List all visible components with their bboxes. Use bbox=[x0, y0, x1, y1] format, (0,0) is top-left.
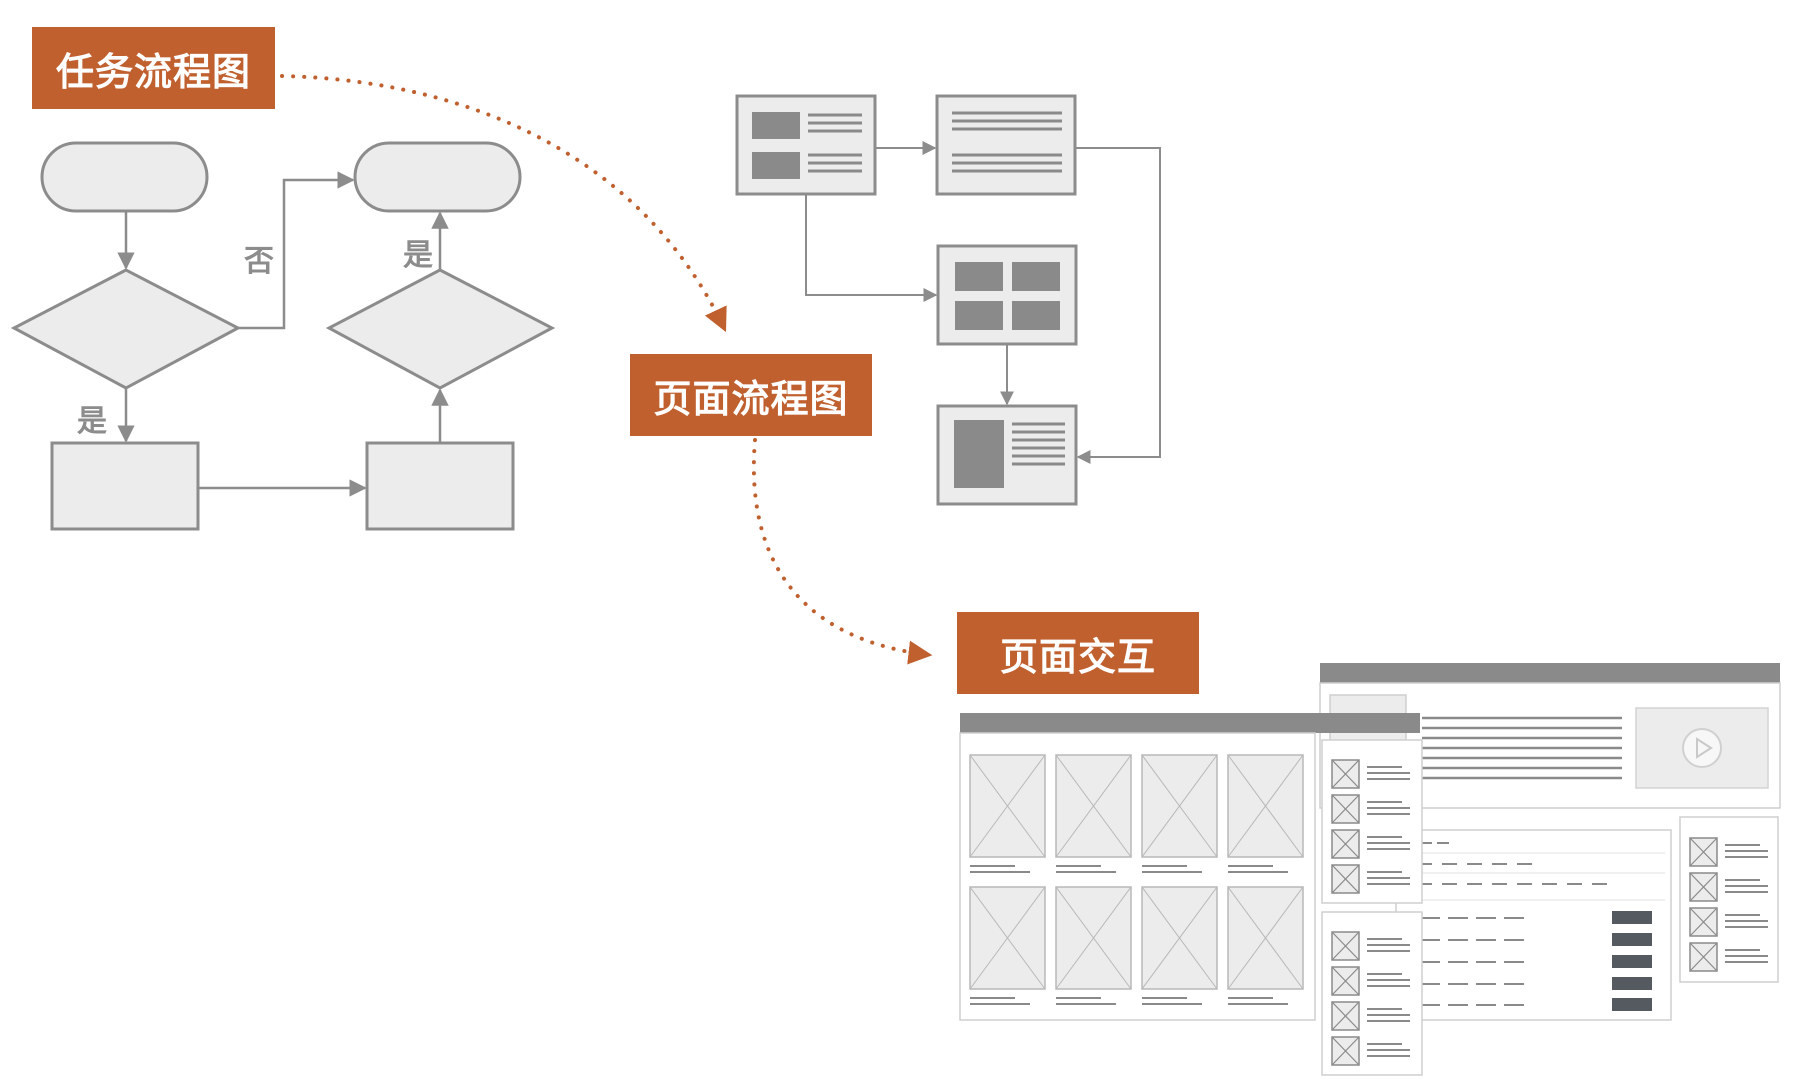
wireframe-grid-window bbox=[959, 713, 1423, 1076]
page-flow-connectors bbox=[805, 141, 1161, 464]
page-card-grid-cell bbox=[1012, 262, 1060, 291]
table-panel bbox=[1395, 829, 1672, 1021]
page-card-grid-cell bbox=[955, 301, 1003, 330]
table-action-button bbox=[1612, 911, 1652, 924]
connector-list-grid bbox=[805, 194, 938, 302]
page-card-list-img2 bbox=[752, 152, 800, 179]
connector-text-detail bbox=[1075, 147, 1161, 464]
label-page-interaction: 页面交互 bbox=[957, 612, 1199, 694]
branch-label-yes-left: 是 bbox=[77, 404, 107, 439]
orange-dotted-arcs bbox=[280, 74, 933, 665]
page-card-text-lines bbox=[952, 111, 1062, 173]
play-icon bbox=[1682, 728, 1722, 768]
connector-no-branch bbox=[238, 171, 355, 330]
wireframe-detail-window bbox=[1319, 663, 1781, 1021]
page-card-detail-lines bbox=[1012, 422, 1065, 466]
branch-label-no: 否 bbox=[244, 244, 274, 279]
process-left bbox=[50, 441, 200, 531]
branch-label-yes-top: 是 bbox=[403, 238, 433, 273]
label-page-flow: 页面流程图 bbox=[630, 354, 872, 436]
page-card-list bbox=[735, 94, 877, 196]
task-flow-connectors bbox=[117, 171, 449, 497]
label-task-flow: 任务流程图 bbox=[32, 27, 275, 109]
table-action-button bbox=[1612, 955, 1652, 968]
page-card-grid-cell bbox=[1012, 301, 1060, 330]
page-card-detail-img bbox=[954, 420, 1004, 488]
decision-right bbox=[325, 268, 556, 390]
table-action-button bbox=[1612, 998, 1652, 1011]
process-right bbox=[365, 441, 515, 531]
page-card-grid-cell bbox=[955, 262, 1003, 291]
page-card-list-img1 bbox=[752, 112, 800, 139]
arc-page-flow-to-interaction bbox=[751, 438, 933, 665]
start-terminal bbox=[40, 141, 209, 213]
page-card-list-lines bbox=[808, 113, 862, 173]
task-flowchart bbox=[10, 141, 556, 531]
decision-left bbox=[10, 268, 242, 390]
page-card-text bbox=[935, 94, 1077, 196]
end-terminal bbox=[353, 141, 522, 213]
wireframe-mockups bbox=[959, 663, 1781, 1076]
page-flowchart bbox=[735, 94, 1161, 506]
table-action-button bbox=[1612, 933, 1652, 946]
arc-task-to-page-flow bbox=[280, 74, 727, 333]
table-action-button bbox=[1612, 977, 1652, 990]
